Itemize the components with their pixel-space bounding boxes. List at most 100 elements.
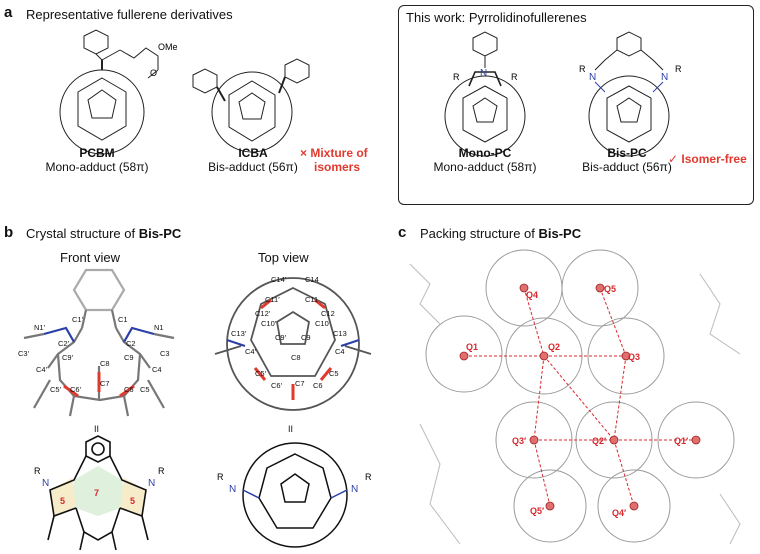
icba-structure bbox=[192, 58, 310, 153]
svg-text:R: R bbox=[217, 472, 224, 482]
svg-text:C3′: C3′ bbox=[18, 349, 30, 358]
svg-text:N: N bbox=[661, 72, 668, 83]
svg-text:R: R bbox=[579, 64, 586, 74]
panel-b-label: b bbox=[4, 224, 14, 241]
panel-c-label: c bbox=[398, 224, 407, 241]
pcbm-desc: Mono-adduct (58π) bbox=[45, 160, 149, 174]
front-view-title: Front view bbox=[60, 250, 120, 265]
front-view-schematic: 7 5 5 N N R R bbox=[34, 435, 165, 551]
svg-text:Q4: Q4 bbox=[526, 290, 538, 300]
svg-text:C10′: C10′ bbox=[261, 319, 277, 328]
bis-pc-desc: Bis-adduct (56π) bbox=[582, 160, 672, 174]
this-work-title: This work: Pyrrolidinofullerenes bbox=[406, 10, 587, 25]
svg-text:C11′: C11′ bbox=[265, 295, 280, 304]
svg-text:R: R bbox=[365, 472, 372, 482]
svg-text:N1: N1 bbox=[154, 323, 164, 332]
svg-text:Q1: Q1 bbox=[466, 342, 478, 352]
svg-text:C2: C2 bbox=[126, 339, 136, 348]
svg-text:C3: C3 bbox=[160, 349, 170, 358]
svg-text:N: N bbox=[229, 484, 236, 495]
svg-text:N: N bbox=[42, 478, 49, 489]
pcbm-name: PCBM bbox=[79, 146, 115, 160]
svg-text:Q5′: Q5′ bbox=[530, 506, 544, 516]
top-view-structure: C14′ C14 C11′ C11 C12′ C12 C10′ C10 C13′… bbox=[214, 275, 372, 411]
svg-text:C4: C4 bbox=[335, 347, 345, 356]
svg-text:N: N bbox=[480, 68, 487, 79]
svg-text:N1′: N1′ bbox=[34, 323, 46, 332]
svg-text:R: R bbox=[675, 64, 682, 74]
mono-pc-name: Mono-PC bbox=[458, 146, 512, 160]
top-view-schematic: N N R R bbox=[217, 442, 372, 548]
top-view-title: Top view bbox=[258, 250, 309, 265]
svg-text:Q1′: Q1′ bbox=[674, 436, 688, 446]
bis-pc-name: Bis-PC bbox=[607, 146, 647, 160]
top-view-equiv: II bbox=[288, 424, 294, 434]
svg-text:C5′: C5′ bbox=[50, 385, 62, 394]
svg-text:C11: C11 bbox=[305, 295, 318, 304]
svg-text:C5: C5 bbox=[140, 385, 150, 394]
svg-text:C4: C4 bbox=[152, 365, 162, 374]
svg-text:C10: C10 bbox=[315, 319, 329, 328]
bis-pc-note: ✓ Isomer-free bbox=[668, 152, 747, 166]
svg-text:C4′: C4′ bbox=[36, 365, 48, 374]
svg-text:Q3: Q3 bbox=[628, 352, 640, 362]
svg-text:C9: C9 bbox=[301, 333, 311, 342]
svg-text:N: N bbox=[351, 484, 358, 495]
panel-a-title: Representative fullerene derivatives bbox=[26, 7, 233, 22]
svg-text:5: 5 bbox=[130, 496, 135, 506]
svg-text:C6′: C6′ bbox=[70, 385, 82, 394]
panel-b-title: Crystal structure of Bis-PC bbox=[26, 226, 182, 241]
mono-pc-desc: Mono-adduct (58π) bbox=[433, 160, 537, 174]
svg-text:Q5: Q5 bbox=[604, 284, 616, 294]
svg-text:C9′: C9′ bbox=[275, 333, 287, 342]
svg-text:R: R bbox=[34, 466, 41, 476]
svg-text:OMe: OMe bbox=[158, 42, 178, 52]
panel-a-label: a bbox=[4, 4, 13, 21]
svg-text:C14′: C14′ bbox=[271, 275, 287, 284]
svg-text:C6: C6 bbox=[124, 385, 134, 394]
icba-name: ICBA bbox=[238, 146, 268, 160]
svg-text:C4′: C4′ bbox=[245, 347, 257, 356]
svg-text:C6: C6 bbox=[313, 381, 323, 390]
svg-text:C13: C13 bbox=[333, 329, 347, 338]
svg-text:C8: C8 bbox=[100, 359, 110, 368]
icba-note-line2: isomers bbox=[314, 160, 361, 174]
mono-pc-structure: N R R bbox=[444, 31, 526, 157]
svg-text:Q2: Q2 bbox=[548, 342, 560, 352]
svg-text:C6′: C6′ bbox=[271, 381, 283, 390]
svg-text:C2′: C2′ bbox=[58, 339, 70, 348]
front-view-structure: C1′ C1 C2′ C2 N1′ N1 C3′ C3 C9′ C9 C8 C4… bbox=[18, 268, 175, 417]
front-view-equiv: II bbox=[94, 424, 100, 434]
svg-text:5: 5 bbox=[60, 496, 65, 506]
svg-text:C12: C12 bbox=[321, 309, 335, 318]
svg-text:R: R bbox=[453, 72, 460, 82]
svg-text:C5′: C5′ bbox=[255, 369, 267, 378]
svg-text:C13′: C13′ bbox=[231, 329, 247, 338]
svg-text:R: R bbox=[158, 466, 165, 476]
panel-c-title: Packing structure of Bis-PC bbox=[420, 226, 582, 241]
svg-text:N: N bbox=[148, 478, 155, 489]
svg-text:R: R bbox=[511, 72, 518, 82]
icba-desc: Bis-adduct (56π) bbox=[208, 160, 298, 174]
svg-text:C9′: C9′ bbox=[62, 353, 74, 362]
svg-text:Q3′: Q3′ bbox=[512, 436, 526, 446]
svg-text:Q4′: Q4′ bbox=[612, 508, 626, 518]
svg-text:N: N bbox=[589, 72, 596, 83]
svg-text:C14: C14 bbox=[305, 275, 319, 284]
svg-text:C7: C7 bbox=[295, 379, 305, 388]
packing-structure: Q1 Q2 Q3 Q4 Q5 Q1′ Q2′ Q3′ Q4′ Q5′ bbox=[409, 249, 741, 545]
icba-note-line1: × Mixture of bbox=[300, 146, 368, 160]
svg-text:C5: C5 bbox=[329, 369, 339, 378]
svg-text:C1′: C1′ bbox=[72, 315, 84, 324]
svg-text:C8: C8 bbox=[291, 353, 301, 362]
pcbm-structure: O OMe bbox=[59, 29, 178, 155]
this-work-box bbox=[398, 5, 754, 205]
svg-text:C12′: C12′ bbox=[255, 309, 271, 318]
bis-pc-structure: N N R R bbox=[579, 31, 682, 157]
svg-text:O: O bbox=[150, 68, 157, 78]
svg-text:Q2′: Q2′ bbox=[592, 436, 606, 446]
svg-text:C7: C7 bbox=[100, 379, 110, 388]
svg-text:7: 7 bbox=[94, 488, 99, 498]
svg-text:C9: C9 bbox=[124, 353, 134, 362]
svg-text:C1: C1 bbox=[118, 315, 128, 324]
